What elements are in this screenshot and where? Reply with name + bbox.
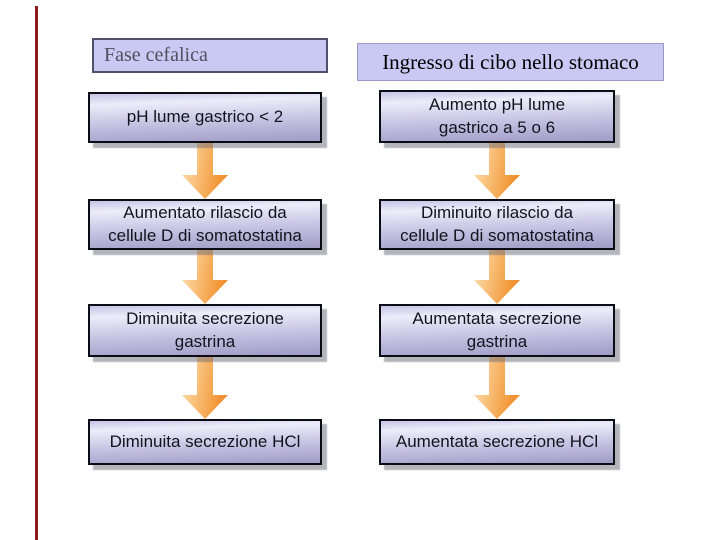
down-arrow-icon [474,357,520,419]
flowchart-title-cephalic: Fase cefalica [92,38,328,73]
flow-step-box: Aumentata secrezione HCl [379,419,615,465]
left-accent-line [35,6,38,540]
flow-step-box: pH lume gastrico < 2 [88,92,322,143]
flow-step-box: Diminuita secrezione gastrina [88,304,322,357]
down-arrow-icon [474,143,520,199]
flowchart-title-gastric: Ingresso di cibo nello stomaco [357,43,664,81]
down-arrow-icon [182,143,228,199]
flow-step-box: Aumentato rilascio da cellule D di somat… [88,199,322,250]
flow-step-box: Aumentata secrezione gastrina [379,304,615,357]
down-arrow-icon [182,250,228,304]
down-arrow-icon [474,250,520,304]
flow-step-box: Diminuita secrezione HCl [88,419,322,465]
down-arrow-icon [182,357,228,419]
flow-step-box: Diminuito rilascio da cellule D di somat… [379,199,615,250]
flow-step-box: Aumento pH lume gastrico a 5 o 6 [379,90,615,143]
